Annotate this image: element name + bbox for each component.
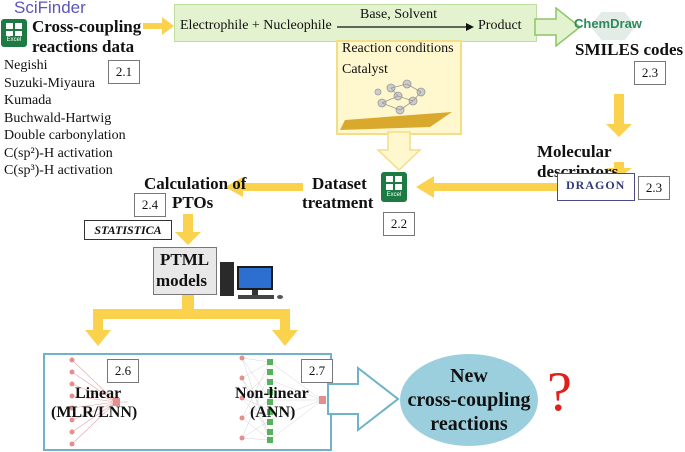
dragon-logo-box: [557, 173, 635, 201]
ptml-line2: models: [156, 271, 207, 290]
outcome-ellipse: [400, 354, 538, 446]
ptos-line1: Calculation of: [144, 174, 247, 193]
chemdraw-logo-text: ChemDraw: [574, 16, 642, 31]
reaction-scheme-box: [174, 4, 537, 42]
linear-line1: Linear: [75, 385, 122, 402]
reaction-type: Suzuki-Miyaura: [4, 75, 95, 91]
computer-icon: [220, 262, 283, 299]
product-label: Product: [478, 18, 522, 33]
step-2-6: 2.6: [107, 359, 139, 383]
ptos-line2: PTOs: [172, 193, 214, 212]
dataset-title-line1: Cross-coupling: [32, 17, 142, 36]
reaction-type: C(sp³)-H activation: [4, 163, 113, 178]
arrow-to-reaction: [143, 17, 174, 35]
reaction-type: Double carbonylation: [4, 128, 126, 143]
reaction-arrow-label: Base, Solvent: [360, 7, 437, 22]
step-2-1: 2.1: [108, 60, 140, 84]
step-2-3-smiles: 2.3: [634, 61, 666, 85]
scifinder-logo: SciFinder: [14, 0, 86, 17]
arrow-ptos-down: [175, 214, 201, 245]
arrow-descriptors-down: [606, 162, 632, 178]
nonlinear-network: [241, 357, 323, 441]
catalyst-cluster: [374, 79, 426, 115]
models-panel: [43, 353, 332, 451]
outcome-line2: cross-coupling: [407, 389, 531, 411]
outcome-text: New cross-coupling reactions: [400, 364, 538, 436]
outcome-line1: New: [450, 365, 488, 387]
catalyst-label: Catalyst: [342, 62, 388, 77]
arrow-to-chemdraw: [534, 6, 582, 48]
linear-line2: (MLR/LNN): [51, 404, 138, 421]
arrow-to-dataset: [416, 176, 557, 198]
outcome-line3: reactions: [430, 413, 508, 435]
reaction-type: Kumada: [4, 93, 52, 108]
step-2-7: 2.7: [301, 359, 333, 383]
arrow-conditions-down: [376, 131, 422, 172]
arrow-to-outcome: [327, 365, 400, 433]
reaction-conditions-label: Reaction conditions: [342, 41, 454, 56]
dragon-logo: DRAGON: [566, 178, 626, 192]
excel-label: Excel: [386, 192, 402, 198]
reactants-label: Electrophile + Nucleophile: [180, 18, 332, 33]
ptml-box: [153, 247, 217, 295]
question-mark: ?: [547, 361, 572, 423]
dataset-treatment-line2: treatment: [302, 193, 374, 212]
dataset-treatment-line1: Dataset: [312, 174, 367, 193]
reaction-type: Buchwald-Hartwig: [4, 110, 112, 126]
step-2-4: 2.4: [134, 193, 166, 217]
arrow-smiles-down: [606, 94, 632, 137]
arrow-to-ptos: [225, 177, 303, 197]
step-2-2: 2.2: [383, 212, 415, 236]
linear-network: [71, 359, 128, 445]
reaction-type: Negishi: [4, 58, 48, 73]
excel-icon-dataset: Excel: [381, 172, 407, 202]
catalyst-surface: [340, 112, 452, 130]
dataset-title-line2: reactions data: [32, 37, 135, 56]
nonlinear-line1: Non-linear: [235, 385, 309, 402]
arrow-split: [85, 294, 298, 346]
excel-icon-sources: Excel: [1, 19, 27, 47]
smiles-label: SMILES codes: [575, 40, 684, 59]
ptml-line1: PTML: [160, 250, 210, 269]
statistica-label: STATISTICA: [84, 220, 172, 240]
reaction-types-list: Negishi Suzuki-Miyaura Kumada Buchwald-H…: [4, 57, 126, 180]
chemdraw-logo: [590, 12, 636, 40]
reaction-type: C(sp²)-H activation: [4, 145, 113, 161]
nonlinear-line2: (ANN): [250, 404, 296, 421]
excel-label: Excel: [6, 37, 22, 43]
step-2-3-descriptors: 2.3: [638, 176, 670, 200]
